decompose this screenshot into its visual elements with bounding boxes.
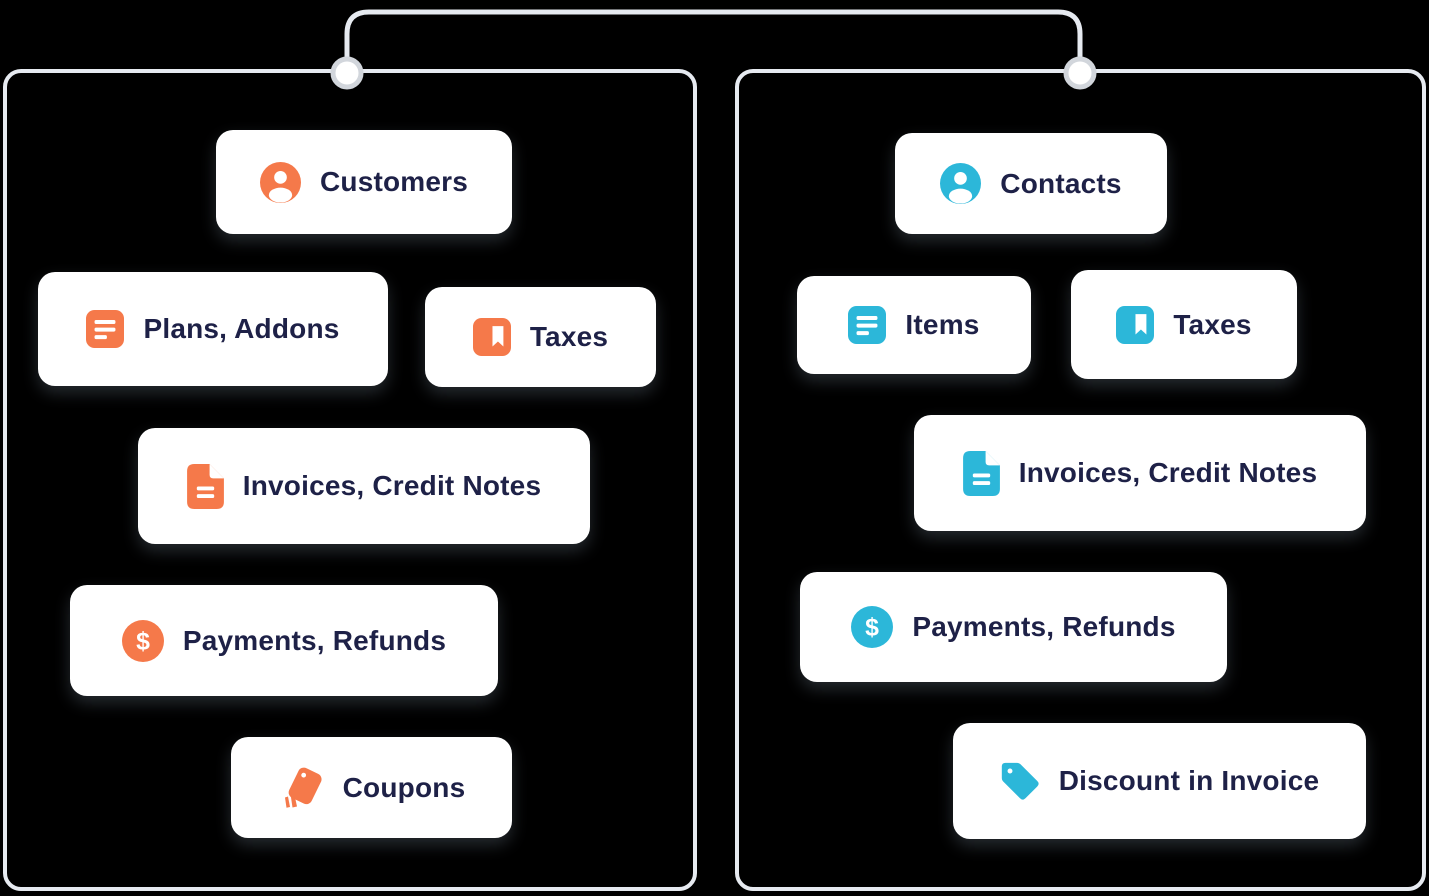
card-label: Customers <box>319 166 469 197</box>
card-label: Coupons <box>342 771 466 803</box>
card-items: Items <box>797 276 1031 374</box>
bookmark-icon <box>1116 305 1155 344</box>
card-coupons: Coupons <box>231 737 512 838</box>
user-icon <box>940 163 982 204</box>
card-label: Items <box>905 309 980 340</box>
dollar-icon: $ <box>851 606 894 648</box>
card-customers: Customers <box>216 130 512 234</box>
document-icon <box>962 450 1000 496</box>
card-taxes-right: Taxes <box>1071 270 1297 379</box>
card-label: Taxes <box>1173 308 1252 340</box>
card-label: Payments, Refunds <box>912 611 1176 642</box>
card-label: Payments, Refunds <box>182 624 447 656</box>
card-payments-refunds-right: $ Payments, Refunds <box>800 572 1227 682</box>
dollar-icon: $ <box>121 619 164 662</box>
card-taxes-left: Taxes <box>425 287 656 387</box>
card-invoices-credit-notes-right: Invoices, Credit Notes <box>914 415 1366 531</box>
coupons-icon <box>278 765 324 811</box>
card-label: Discount in Invoice <box>1058 765 1320 796</box>
bookmark-icon <box>472 318 511 356</box>
svg-text:$: $ <box>865 615 879 642</box>
list-icon <box>86 310 125 348</box>
user-icon <box>259 161 301 203</box>
card-label: Taxes <box>529 321 609 352</box>
list-icon <box>848 306 887 344</box>
card-invoices-credit-notes-left: Invoices, Credit Notes <box>138 428 590 544</box>
svg-text:$: $ <box>136 628 150 655</box>
card-discount-in-invoice: Discount in Invoice <box>953 723 1366 839</box>
card-label: Invoices, Credit Notes <box>242 470 542 501</box>
card-payments-refunds-left: $ Payments, Refunds <box>70 585 498 696</box>
tag-icon <box>1000 761 1040 801</box>
card-label: Plans, Addons <box>143 313 340 344</box>
card-contacts: Contacts <box>895 133 1167 234</box>
card-plans-addons: Plans, Addons <box>38 272 388 386</box>
document-icon <box>186 463 224 509</box>
card-label: Invoices, Credit Notes <box>1018 457 1318 488</box>
card-label: Contacts <box>1000 167 1122 199</box>
